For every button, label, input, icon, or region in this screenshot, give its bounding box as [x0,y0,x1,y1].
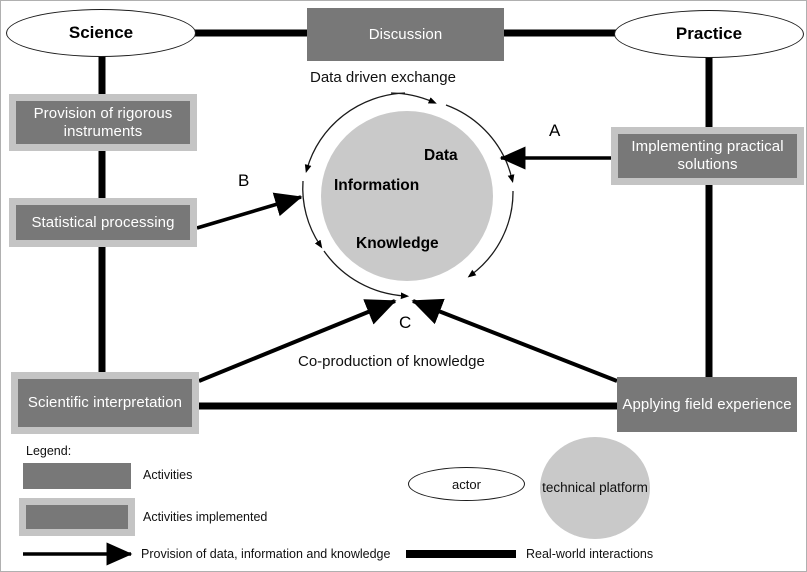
legend-shape-actor: actor [408,467,525,501]
legend-label-provision-arrow: Provision of data, information and knowl… [141,547,391,561]
legend-label-activities-implemented: Activities implemented [143,510,268,524]
actor-practice-label: Practice [675,24,743,43]
actor-science-label: Science [68,23,134,42]
legend-bar-real-world [406,550,516,558]
actor-practice[interactable]: Practice [614,10,804,58]
flow-letter-b: B [238,171,250,190]
legend-label-actor: actor [452,476,481,492]
activity-scientific-label: Scientific interpretation [27,394,183,412]
activity-provision-label: Provision of rigorous instruments [33,104,173,140]
platform-layer-information: Information [334,177,420,194]
legend-label-activities: Activities [143,468,193,482]
activity-statistical-processing[interactable]: Statistical processing [9,198,197,247]
technical-platform-core[interactable] [321,111,493,281]
legend-title: Legend: [26,444,72,458]
arrow-b-statistical-to-platform [196,192,303,230]
activity-discussion[interactable]: Discussion [307,8,504,61]
ring-arc-left [302,180,323,249]
ring-arc-right-lower [467,190,514,278]
activity-implementing-practical-solutions[interactable]: Implementing practical solutions [611,127,804,185]
flow-letter-a: A [549,121,561,140]
ring-arc-top-right [390,92,437,104]
activity-applying-label: Applying field experience [622,395,792,413]
activity-provision-of-rigorous-instruments[interactable]: Provision of rigorous instruments [9,94,197,151]
legend-shape-technical-platform: technical platform [540,437,650,539]
activity-scientific-interpretation[interactable]: Scientific interpretation [11,372,199,434]
arrow-c-applying-to-platform [411,298,618,383]
actor-science[interactable]: Science [6,9,196,57]
activity-implementing-label: Implementing practical solutions [631,138,784,173]
arrow-c-scientific-to-platform [198,299,397,383]
platform-layer-knowledge: Knowledge [356,235,439,252]
ring-arc-bottom-left [323,250,410,300]
legend-swatch-activities [23,463,131,489]
legend-label-real-world: Real-world interactions [526,547,654,561]
activity-discussion-label: Discussion [368,25,443,43]
legend-label-technical-platform: technical platform [542,479,648,495]
activity-statistical-label: Statistical processing [31,213,175,231]
legend-swatch-activities-implemented [19,498,135,536]
ring-arc-top-left [304,92,406,174]
annotation-data-driven-exchange: Data driven exchange [310,69,456,86]
annotation-co-production-of-knowledge: Co-production of knowledge [298,353,485,370]
platform-layer-data: Data [424,147,458,164]
activity-applying-field-experience[interactable]: Applying field experience [617,377,797,432]
flow-letter-c: C [399,313,412,332]
